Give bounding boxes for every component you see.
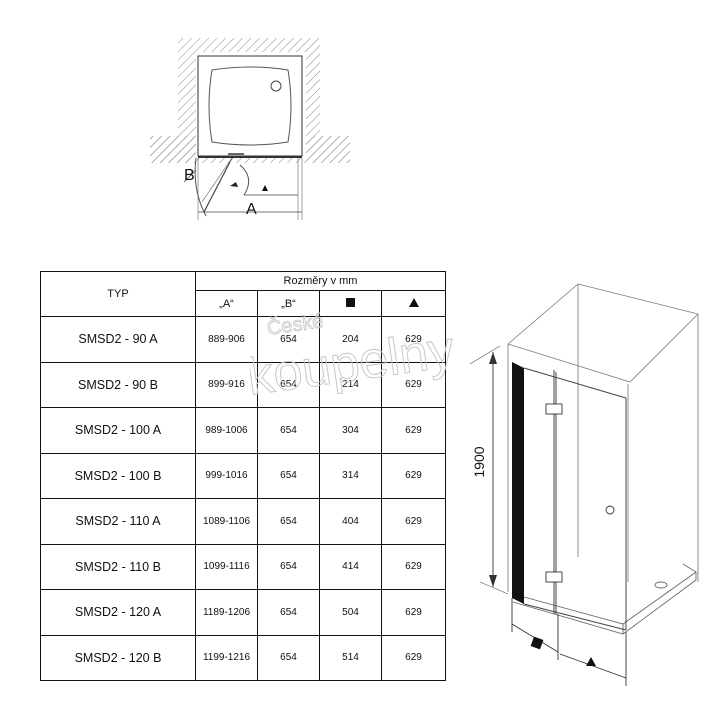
cell-triangle: 629 xyxy=(380,452,447,499)
square-symbol-icon xyxy=(346,297,355,307)
cell-b: 654 xyxy=(257,589,320,636)
cell-square: 514 xyxy=(319,634,382,681)
square-symbol-icon xyxy=(530,636,544,650)
cell-a: 1199-1216 xyxy=(195,634,258,681)
isometric-view-diagram: 1900 xyxy=(469,283,699,686)
cell-square: 314 xyxy=(319,452,382,499)
cell-type-name: SMSD2 - 90 B xyxy=(40,361,196,408)
cell-b: 654 xyxy=(257,316,320,363)
cell-a: 1189-1206 xyxy=(195,589,258,636)
header-b: „B“ xyxy=(257,290,320,317)
header-dimensions: Rozměry v mm xyxy=(194,271,447,291)
cell-type-name: SMSD2 - 120 B xyxy=(40,634,196,681)
triangle-symbol-icon xyxy=(586,657,596,666)
cell-b: 654 xyxy=(257,543,320,590)
cell-type-name: SMSD2 - 100 A xyxy=(40,407,196,454)
cell-triangle: 629 xyxy=(380,543,447,590)
header-typ: TYP xyxy=(40,271,196,317)
triangle-symbol-icon xyxy=(262,185,268,191)
height-1900-label: 1900 xyxy=(471,446,487,477)
cell-triangle: 629 xyxy=(380,407,447,454)
cell-b: 654 xyxy=(257,407,320,454)
label-b: B xyxy=(184,167,195,184)
cell-type-name: SMSD2 - 120 A xyxy=(40,589,196,636)
shower-tray-inner xyxy=(208,66,292,146)
cell-square: 414 xyxy=(319,543,382,590)
open-door-leaf xyxy=(203,157,233,213)
cell-triangle: 629 xyxy=(380,316,447,363)
plan-view-diagram: B A xyxy=(150,38,350,220)
cell-a: 1089-1106 xyxy=(195,498,258,545)
cell-square: 304 xyxy=(319,407,382,454)
cell-a: 1099-1116 xyxy=(195,543,258,590)
drain-icon xyxy=(270,80,282,92)
hinge-upper xyxy=(545,403,563,415)
door-handle-icon xyxy=(605,505,615,515)
cell-square: 204 xyxy=(319,316,382,363)
cell-b: 654 xyxy=(257,498,320,545)
cell-a: 889-906 xyxy=(195,316,258,363)
cell-type-name: SMSD2 - 110 B xyxy=(40,543,196,590)
cell-triangle: 629 xyxy=(380,361,447,408)
fixed-panel xyxy=(512,362,524,604)
cell-a: 989-1006 xyxy=(195,407,258,454)
cell-a: 899-916 xyxy=(195,361,258,408)
cell-b: 654 xyxy=(257,361,320,408)
cell-triangle: 629 xyxy=(380,634,447,681)
cell-b: 654 xyxy=(257,452,320,499)
hinge-lower xyxy=(545,571,563,583)
cell-square: 504 xyxy=(319,589,382,636)
header-a: „A“ xyxy=(195,290,258,317)
cell-b: 654 xyxy=(257,634,320,681)
cell-triangle: 629 xyxy=(380,498,447,545)
cell-type-name: SMSD2 - 110 A xyxy=(40,498,196,545)
cell-square: 404 xyxy=(319,498,382,545)
label-a: A xyxy=(246,201,257,218)
header-square xyxy=(319,290,382,317)
cell-a: 999-1016 xyxy=(195,452,258,499)
cell-square: 214 xyxy=(319,361,382,408)
cell-type-name: SMSD2 - 100 B xyxy=(40,452,196,499)
shower-tray-outline xyxy=(197,55,303,157)
triangle-symbol-icon xyxy=(408,297,419,307)
cell-type-name: SMSD2 - 90 A xyxy=(40,316,196,363)
cell-triangle: 629 xyxy=(380,589,447,636)
header-triangle xyxy=(380,290,447,317)
